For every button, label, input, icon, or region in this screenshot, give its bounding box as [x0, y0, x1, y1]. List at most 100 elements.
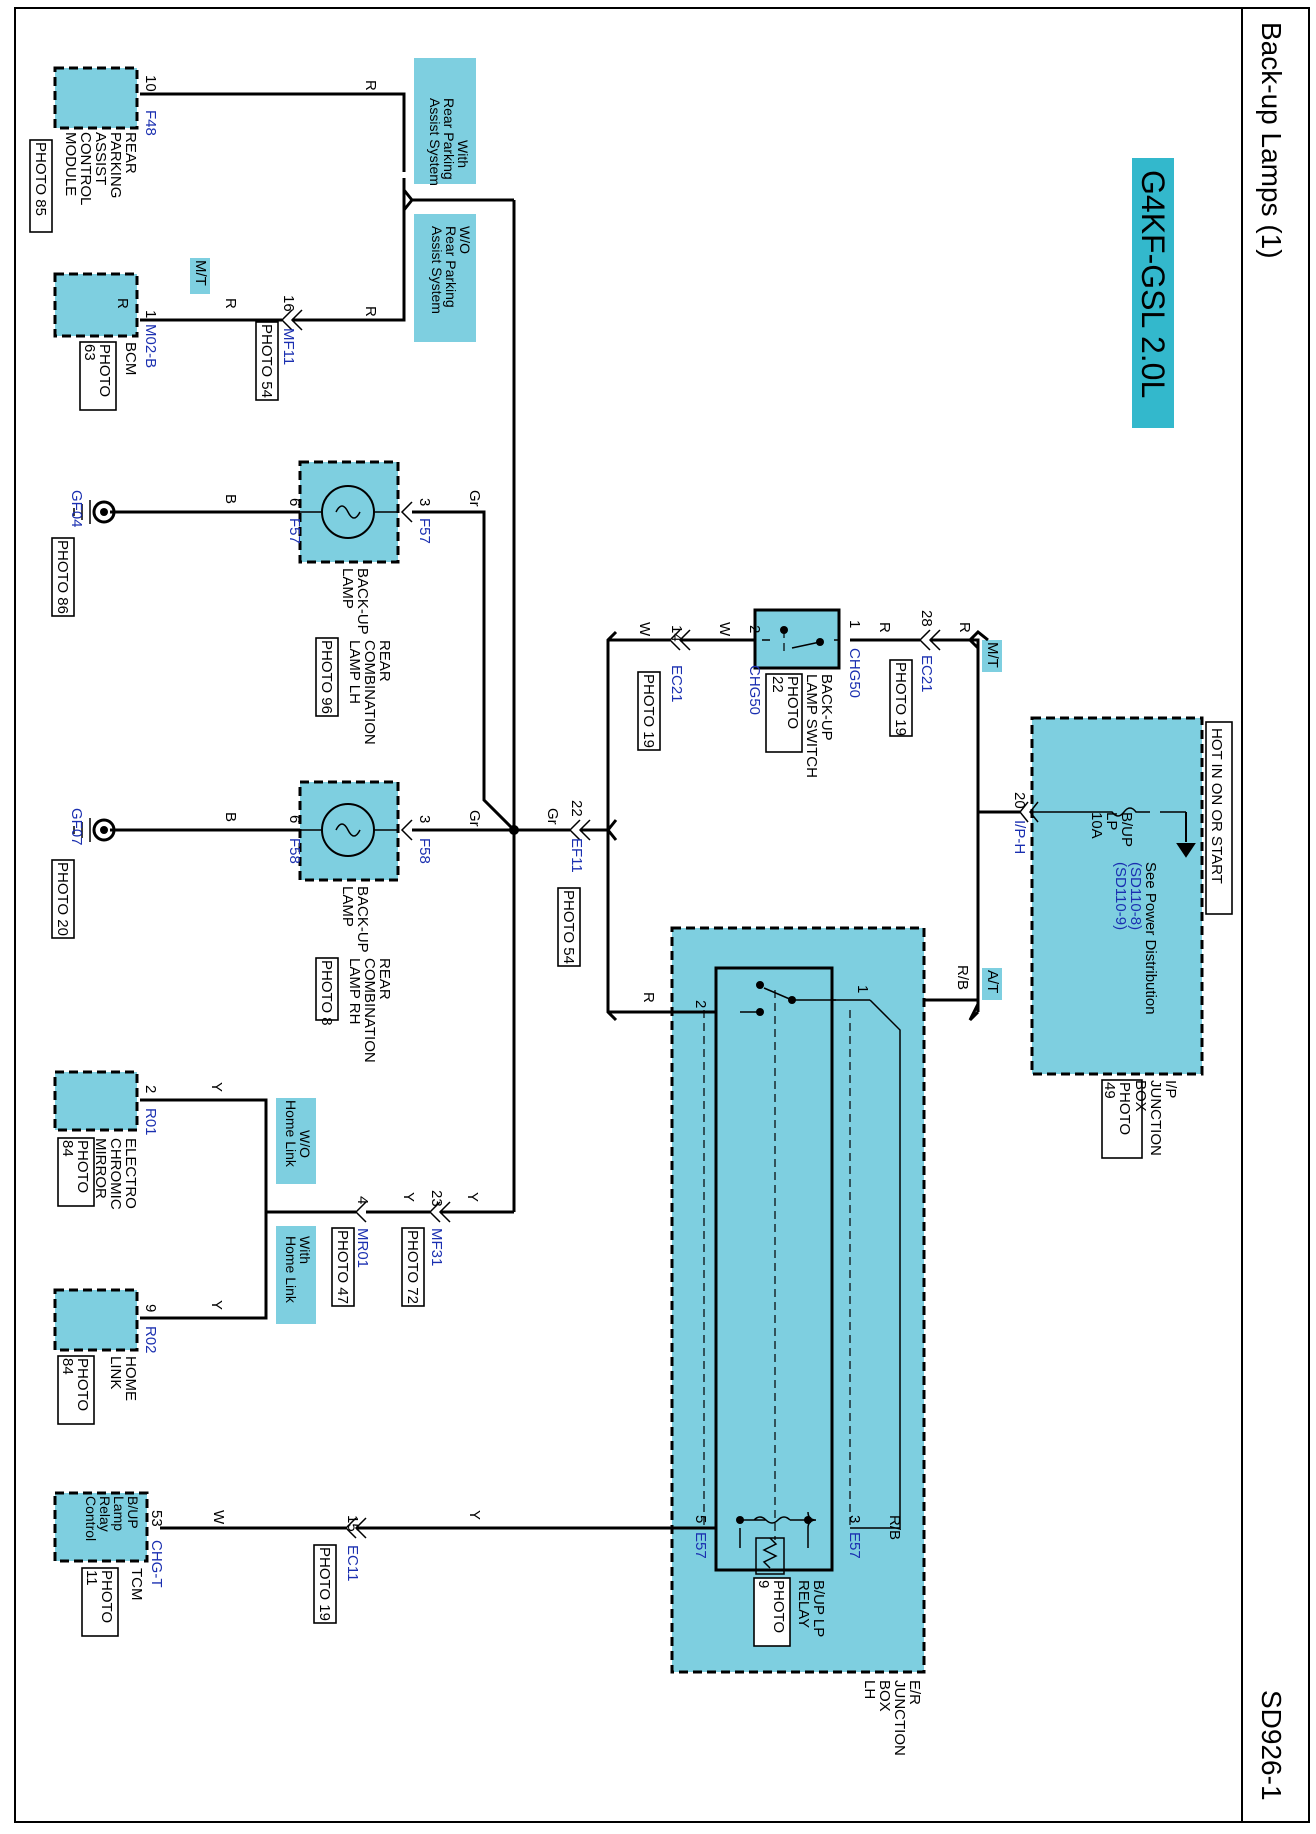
lamp-rh-label-1: BACK-UP	[354, 886, 371, 953]
wire-iph-split	[976, 648, 1020, 1012]
photo-mf31[interactable]: PHOTO 72	[404, 1230, 421, 1304]
connector-r01[interactable]: R01	[142, 1108, 159, 1136]
photo-rpa[interactable]: PHOTO 85	[32, 142, 49, 216]
lamp-lh-label-2: LAMP	[339, 568, 356, 609]
photo-ecm[interactable]: PHOTO	[74, 1140, 91, 1193]
cond-with-rpa-2: Rear Parking	[441, 98, 457, 180]
tcm-inner-2: Lamp	[111, 1496, 127, 1531]
photo-mf11[interactable]: PHOTO 54	[258, 324, 275, 398]
connector-gf07[interactable]: GF07	[68, 808, 85, 846]
photo-bcm-num[interactable]: 63	[81, 344, 98, 361]
switch-label-1: BACK-UP	[818, 674, 835, 741]
photo-bcm[interactable]: PHOTO	[96, 344, 113, 397]
relay-label-1: B/UP LP	[810, 1580, 827, 1637]
photo-ec21-bottom[interactable]: PHOTO 19	[640, 674, 657, 748]
cond-wo-rpa-3: Assist System	[429, 226, 445, 314]
photo-switch-num[interactable]: 22	[769, 676, 786, 693]
photo-homelink[interactable]: PHOTO	[74, 1358, 91, 1411]
rcl-lh-label-1: REAR	[376, 640, 393, 682]
photo-rcl-lh[interactable]: PHOTO 96	[318, 640, 335, 714]
diagram-title: Back-up Lamps (1)	[1256, 22, 1287, 259]
fuse-label-amp: 10A	[1088, 812, 1105, 839]
engine-badge-text: G4KF-GSL 2.0L	[1135, 170, 1171, 398]
connector-e57-b[interactable]: E57	[692, 1532, 709, 1559]
connector-gf04[interactable]: GF04	[68, 490, 85, 528]
connector-m02b[interactable]: M02-B	[142, 324, 159, 368]
connector-f57-b[interactable]: F57	[286, 518, 303, 544]
bulb-rh-icon	[335, 823, 361, 837]
lamp-lh-label-1: BACK-UP	[354, 568, 371, 635]
connector-mf31[interactable]: MF31	[428, 1228, 445, 1266]
photo-tcm-num[interactable]: 11	[83, 1570, 100, 1586]
rcl-rh-label-1: REAR	[376, 958, 393, 1000]
photo-relay[interactable]: PHOTO	[770, 1580, 787, 1633]
photo-ef11[interactable]: PHOTO 54	[560, 890, 577, 964]
photo-ec11[interactable]: PHOTO 19	[316, 1547, 333, 1621]
rcl-lh-label-3: LAMP LH	[346, 640, 363, 704]
wire-label-gr-f58: Gr	[466, 810, 483, 827]
connector-e57-a[interactable]: E57	[846, 1532, 863, 1559]
photo-tcm[interactable]: PHOTO	[98, 1570, 115, 1623]
photo-ecm-num[interactable]: 84	[59, 1140, 76, 1157]
photo-switch[interactable]: PHOTO	[784, 676, 801, 729]
home-link-module	[53, 1288, 139, 1352]
rear-parking-module	[53, 66, 139, 130]
wire-label-r-mt: R	[956, 622, 973, 633]
wire-label-w-sw: W	[716, 622, 733, 637]
bup-lp-relay	[714, 966, 834, 1572]
tcm-inner-3: Relay	[97, 1496, 113, 1532]
connector-f48[interactable]: F48	[142, 110, 159, 136]
power-arrow-icon	[1176, 812, 1196, 858]
ecm-label-3: MIRROR	[92, 1138, 109, 1199]
connector-chg50-b[interactable]: CHG50	[746, 665, 763, 715]
connector-ec11[interactable]: EC11	[344, 1545, 361, 1581]
pin-relay-2: 2	[692, 1000, 709, 1008]
pin-mf11-16: 16	[280, 295, 297, 312]
ref-sd110-9[interactable]: (SD110-9)	[1112, 862, 1129, 930]
ground-gf07-icon	[73, 818, 116, 842]
rpa-label-3: ASSIST	[92, 132, 109, 185]
connector-chg50-a[interactable]: CHG50	[846, 648, 863, 698]
photo-gf04[interactable]: PHOTO 86	[54, 540, 71, 614]
connector-f58-b[interactable]: F58	[286, 838, 303, 864]
tcm-inner-1: B/UP	[125, 1496, 141, 1529]
fuse-icon	[1030, 807, 1150, 817]
connector-mr01[interactable]: MR01	[354, 1228, 371, 1268]
wire-label-rb-at: R/B	[954, 965, 971, 990]
ecm-label-2: CHROMIC	[107, 1138, 124, 1210]
connector-iph[interactable]: I/P-H	[1011, 820, 1028, 854]
condition-wo-homelink	[276, 1098, 316, 1184]
photo-ip-jbox[interactable]: PHOTO	[1116, 1082, 1133, 1135]
photo-relay-num[interactable]: 9	[755, 1580, 772, 1588]
photo-ip-jbox-num[interactable]: 49	[1101, 1082, 1118, 1099]
ip-junction-box	[1030, 716, 1204, 1076]
ref-sd110-8[interactable]: (SD110-8)	[1127, 862, 1144, 930]
connector-ec21-bottom[interactable]: EC21	[668, 665, 685, 703]
photo-mr01[interactable]: PHOTO 47	[334, 1230, 351, 1304]
wire-label-b-rh: B	[222, 812, 239, 822]
cond-wo-hl-2: Home Link	[283, 1100, 299, 1168]
pin-mr01-4: 4	[354, 1196, 371, 1204]
hot-label-box	[1205, 721, 1233, 915]
cond-wo-rpa-1: W/O	[457, 226, 473, 254]
connector-chgt[interactable]: CHG-T	[148, 1540, 165, 1588]
connector-ef11[interactable]: EF11	[568, 838, 585, 873]
backup-lamp-switch	[753, 608, 841, 670]
connector-ec21-top[interactable]: EC21	[918, 655, 935, 693]
rpa-label-4: CONTROL	[77, 132, 94, 205]
photo-ec21-top[interactable]: PHOTO 19	[892, 662, 909, 736]
wire-label-r-mf11: R	[362, 306, 379, 317]
wire-label-r-relay: R	[640, 992, 657, 1003]
see-power-distribution: See Power Distribution	[1142, 862, 1159, 1015]
relay-resistor-icon	[762, 1537, 778, 1569]
photo-homelink-num[interactable]: 84	[59, 1358, 76, 1375]
photo-gf07[interactable]: PHOTO 20	[54, 862, 71, 936]
wire-label-r-bcm: R	[222, 298, 239, 309]
connector-f58-a[interactable]: F58	[416, 838, 433, 864]
connector-mf11[interactable]: MF11	[280, 328, 297, 365]
connector-f57-a[interactable]: F57	[416, 518, 433, 544]
bcm-pin-label: R	[114, 298, 131, 309]
engine-badge	[1132, 158, 1174, 428]
connector-r02[interactable]: R02	[142, 1326, 159, 1354]
photo-rcl-rh[interactable]: PHOTO 8	[318, 960, 335, 1026]
